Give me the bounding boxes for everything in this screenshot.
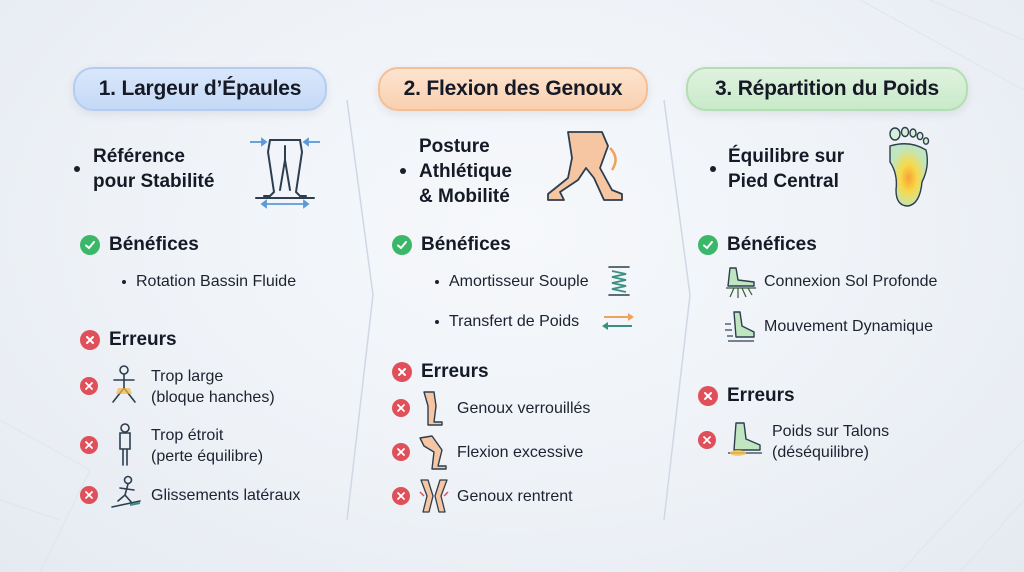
benefits-header: Bénéfices (392, 234, 511, 256)
error-icon (80, 330, 100, 350)
benefit-text: Connexion Sol Profonde (764, 271, 937, 292)
error-icon (80, 486, 98, 504)
error-line: (déséquilibre) (772, 444, 869, 461)
list-bullet (435, 279, 439, 284)
column-divider-2 (663, 100, 691, 520)
benefits-header: Bénéfices (80, 234, 199, 256)
check-icon (80, 235, 100, 255)
intro-bullet (710, 166, 716, 172)
column-3-intro: Équilibre sur Pied Central (728, 144, 844, 194)
column-2-title: 2. Flexion des Genoux (378, 67, 648, 111)
error-line: Flexion excessive (457, 444, 584, 461)
error-icon (392, 487, 410, 505)
errors-header: Erreurs (392, 361, 489, 383)
intro-line: Athlétique (419, 161, 512, 182)
benefit-text: Mouvement Dynamique (764, 316, 933, 337)
errors-label: Erreurs (727, 385, 795, 406)
column-1-intro: Référence pour Stabilité (93, 144, 214, 194)
heel-foot-icon (728, 422, 762, 456)
root-foot-icon (726, 267, 756, 298)
list-bullet (435, 319, 439, 324)
benefits-label: Bénéfices (421, 234, 511, 255)
knees-inward-icon (419, 479, 449, 513)
error-icon (698, 431, 716, 449)
error-icon (80, 436, 98, 454)
column-1-title: 1. Largeur d’Épaules (73, 67, 327, 111)
error-text: Trop étroit (perte équilibre) (151, 425, 263, 467)
error-line: Trop large (151, 368, 224, 385)
benefits-label: Bénéfices (727, 234, 817, 255)
errors-header: Erreurs (80, 329, 177, 351)
check-icon (392, 235, 412, 255)
bent-knee-icon (419, 435, 447, 470)
legs-stance-icon (250, 137, 320, 209)
arrows-transfer-icon (602, 313, 634, 330)
error-icon (392, 399, 410, 417)
error-line: Trop étroit (151, 427, 224, 444)
wide-stance-icon (112, 365, 136, 403)
intro-line: pour Stabilité (93, 171, 215, 192)
error-icon (392, 362, 412, 382)
intro-line: & Mobilité (419, 186, 510, 207)
error-icon (80, 377, 98, 395)
foot-pressure-icon (889, 126, 930, 207)
error-icon (698, 386, 718, 406)
check-icon (698, 235, 718, 255)
error-line: (perte équilibre) (151, 448, 264, 465)
error-icon (392, 443, 410, 461)
error-line: Glissements latéraux (151, 487, 301, 504)
list-bullet (122, 279, 126, 284)
benefit-line: Connexion Sol Profonde (764, 273, 938, 290)
error-text: Genoux rentrent (457, 486, 573, 507)
intro-line: Pied Central (728, 171, 839, 192)
error-line: Genoux rentrent (457, 488, 573, 505)
error-line: Poids sur Talons (772, 423, 890, 440)
sliding-person-icon (111, 475, 141, 508)
error-text: Flexion excessive (457, 442, 583, 463)
column-divider-1 (346, 100, 374, 520)
error-text: Trop large (bloque hanches) (151, 366, 275, 408)
intro-line: Équilibre sur (728, 146, 845, 167)
benefits-label: Bénéfices (109, 234, 199, 255)
error-text: Poids sur Talons (déséquilibre) (772, 421, 889, 463)
column-3-title: 3. Répartition du Poids (686, 67, 968, 111)
benefit-item: Amortisseur Souple (435, 271, 589, 292)
errors-label: Erreurs (421, 361, 489, 382)
benefit-item: Transfert de Poids (435, 311, 579, 332)
column-2-intro: Posture Athlétique & Mobilité (419, 134, 512, 209)
moving-foot-icon (725, 311, 755, 342)
locked-knee-icon (423, 391, 443, 426)
intro-bullet (74, 166, 80, 172)
errors-label: Erreurs (109, 329, 177, 350)
benefit-text: Transfert de Poids (449, 313, 580, 330)
benefit-text: Rotation Bassin Fluide (136, 273, 297, 290)
error-text: Glissements latéraux (151, 485, 300, 506)
error-line: (bloque hanches) (151, 389, 275, 406)
intro-line: Référence (93, 146, 185, 167)
benefit-item: Rotation Bassin Fluide (122, 271, 296, 292)
error-line: Genoux verrouillés (457, 400, 591, 417)
error-text: Genoux verrouillés (457, 398, 590, 419)
benefits-header: Bénéfices (698, 234, 817, 256)
intro-bullet (400, 168, 406, 174)
spring-icon (608, 266, 630, 296)
benefit-line: Mouvement Dynamique (764, 318, 933, 335)
intro-line: Posture (419, 136, 490, 157)
benefit-text: Amortisseur Souple (449, 273, 589, 290)
narrow-stance-icon (119, 423, 131, 466)
errors-header: Erreurs (698, 385, 795, 407)
bent-legs-icon (547, 131, 623, 201)
